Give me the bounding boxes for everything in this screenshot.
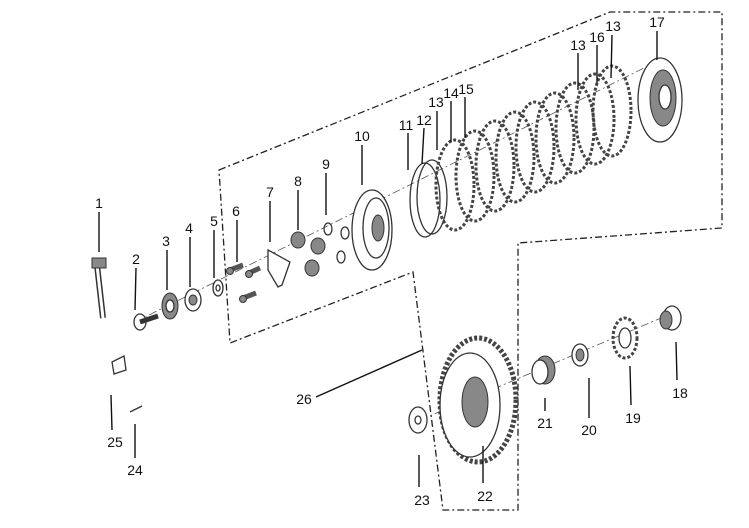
part-10-pressure-plate <box>351 189 393 271</box>
part-1-pushrod <box>91 257 107 319</box>
part-22-clutch-housing <box>437 335 519 465</box>
main-axis-line <box>134 59 661 323</box>
callout-26: 26 <box>296 391 312 407</box>
part-23-thrust-washer <box>408 406 428 434</box>
callout-12: 12 <box>416 112 432 128</box>
part-13-15-clutch-plate-stack <box>434 64 633 232</box>
callout-2: 2 <box>132 251 140 267</box>
part-11-ring <box>409 162 441 238</box>
callout-19: 19 <box>625 410 641 426</box>
callout-10: 10 <box>354 128 370 144</box>
callout-13b: 13 <box>570 37 586 53</box>
callout-11: 11 <box>399 117 414 133</box>
part-6-bolts <box>226 262 262 303</box>
callout-14: 14 <box>443 85 459 101</box>
part-25-clip <box>111 355 127 375</box>
callout-9: 9 <box>322 156 330 172</box>
part-21-sleeve <box>531 355 556 385</box>
part-18-collar <box>659 305 682 331</box>
callout-18: 18 <box>672 385 688 401</box>
part-12-ring <box>416 159 448 235</box>
callout-25: 25 <box>107 434 123 450</box>
part-4-nut <box>184 288 202 312</box>
callout-5: 5 <box>210 213 218 229</box>
callout-13c: 13 <box>605 18 621 34</box>
callout-20: 20 <box>581 422 597 438</box>
callout-7: 7 <box>266 184 274 200</box>
part-24-pin <box>129 405 143 413</box>
part-3-bearing <box>161 292 179 320</box>
callout-4: 4 <box>185 220 193 236</box>
callout-23: 23 <box>414 492 430 508</box>
callout-16: 16 <box>589 29 605 45</box>
part-17-clutch-hub <box>637 57 683 143</box>
callout-15: 15 <box>458 81 474 97</box>
part-5-washer <box>212 279 224 297</box>
leader-lines <box>98 31 678 487</box>
callout-8: 8 <box>294 173 302 189</box>
callout-17: 17 <box>649 14 665 30</box>
callout-3: 3 <box>162 233 170 249</box>
callout-13a: 13 <box>428 94 444 110</box>
callout-6: 6 <box>232 203 240 219</box>
callout-1: 1 <box>95 195 103 211</box>
part-8-springs <box>290 231 326 277</box>
callout-24: 24 <box>127 462 143 478</box>
callout-22: 22 <box>477 488 493 504</box>
callout-21: 21 <box>537 415 553 431</box>
part-2-pin <box>133 313 159 331</box>
part-19-gear <box>611 316 639 360</box>
part-7-lifter-plate <box>267 248 291 288</box>
part-9-washers <box>323 222 350 264</box>
part-20-bushing <box>571 343 589 367</box>
